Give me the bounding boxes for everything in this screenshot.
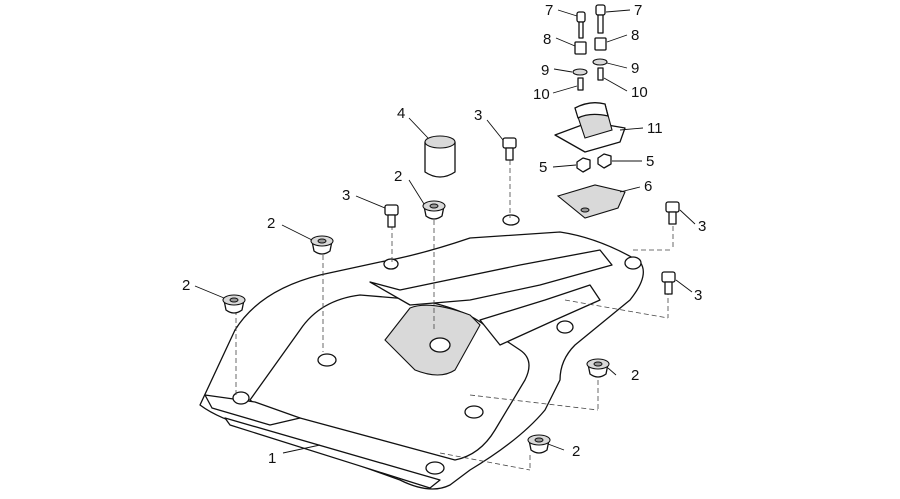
grommets-part-2 [222, 200, 610, 454]
grommet [222, 294, 246, 314]
callout-2: 2 [182, 277, 190, 294]
screws-part-3 [384, 137, 680, 295]
callout-labels: 1 2 2 2 2 2 3 3 3 3 4 5 5 6 7 7 8 8 9 9 … [182, 2, 706, 467]
callout-4: 4 [397, 105, 405, 122]
callout-9: 9 [541, 62, 549, 79]
callout-3: 3 [474, 107, 482, 124]
callout-2: 2 [394, 168, 402, 185]
screw [665, 201, 680, 225]
grommet [586, 358, 610, 378]
assembly-lines [235, 160, 674, 471]
plate-part-6 [556, 184, 626, 219]
grommet [527, 434, 551, 454]
callout-8: 8 [543, 31, 551, 48]
fastener-stack-left [572, 11, 588, 91]
callout-10: 10 [631, 84, 648, 101]
cap-part-4 [424, 135, 456, 178]
nuts-part-5 [576, 153, 612, 173]
callout-3: 3 [342, 187, 350, 204]
callout-9: 9 [631, 60, 639, 77]
screw [661, 271, 676, 295]
callout-3: 3 [694, 287, 702, 304]
callout-10: 10 [533, 86, 550, 103]
luggage-rack-frame [199, 214, 644, 490]
screw [384, 204, 399, 228]
grommet [422, 200, 446, 220]
callout-5: 5 [539, 159, 547, 176]
bracket-part-11 [554, 102, 626, 153]
callout-6: 6 [644, 178, 652, 195]
fastener-stack-right [592, 4, 608, 81]
leader-lines [194, 9, 696, 454]
callout-5: 5 [646, 153, 654, 170]
screw [502, 137, 517, 161]
callout-2: 2 [631, 367, 639, 384]
callout-2: 2 [572, 443, 580, 460]
callout-3: 3 [698, 218, 706, 235]
callout-7: 7 [634, 2, 642, 19]
callout-7: 7 [545, 2, 553, 19]
callout-8: 8 [631, 27, 639, 44]
grommet [310, 235, 334, 255]
callout-1: 1 [268, 450, 276, 467]
callout-11: 11 [647, 120, 663, 137]
callout-2: 2 [267, 215, 275, 232]
